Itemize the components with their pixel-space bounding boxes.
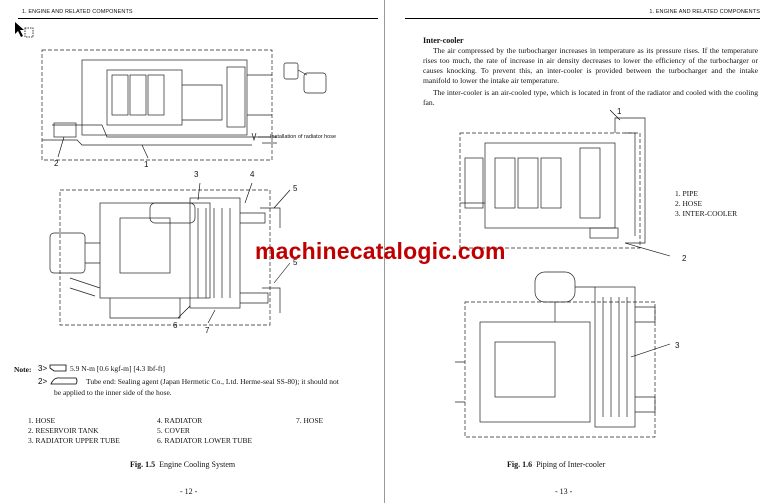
- paragraph-1: The air compressed by the turbocharger i…: [423, 46, 758, 85]
- header-rule: [18, 18, 378, 19]
- header-rule: [405, 18, 760, 19]
- figure-number: Fig. 1.5: [130, 460, 156, 469]
- page-header: 1. ENGINE AND RELATED COMPONENTS: [649, 9, 760, 15]
- svg-text:2>: 2>: [38, 377, 47, 386]
- legend-item: 1. PIPE: [675, 189, 698, 198]
- page-number: - 13 -: [555, 487, 573, 496]
- callout-3: 3: [194, 170, 199, 179]
- callout-7: 7: [205, 326, 210, 335]
- legend-item: 6. RADIATOR LOWER TUBE: [157, 436, 253, 445]
- callout-1: 1: [144, 160, 149, 169]
- page-header: 1. ENGINE AND RELATED COMPONENTS: [22, 9, 133, 15]
- tube-end-line2: be applied to the inner side of the hose…: [54, 388, 172, 397]
- watermark: machinecatalogic.com: [255, 238, 506, 264]
- figure-title: Piping of Inter-cooler: [536, 460, 606, 469]
- figure-number: Fig. 1.6: [507, 460, 533, 469]
- note-label: Note:: [14, 365, 32, 374]
- callout-5a: 5: [293, 184, 298, 193]
- figure-title: Engine Cooling System: [159, 460, 236, 469]
- callout-6: 6: [173, 321, 178, 330]
- cursor-arrow-icon: [15, 22, 34, 38]
- legend-item: 1. HOSE: [28, 416, 56, 425]
- right-page: 1. ENGINE AND RELATED COMPONENTS Inter-c…: [385, 0, 768, 503]
- legend-item: 3. RADIATOR UPPER TUBE: [28, 436, 120, 445]
- install-note: Installation of radiator hose: [270, 134, 337, 140]
- page-number: - 12 -: [180, 487, 198, 496]
- svg-text:3>: 3>: [38, 364, 47, 373]
- engine-side-diagram: [49, 182, 291, 326]
- legend-item: 3. INTER-COOLER: [675, 209, 738, 218]
- callout-2: 2: [682, 254, 687, 263]
- legend-item: 4. RADIATOR: [157, 416, 203, 425]
- torque-text: 5.9 N-m [0.6 kgf-m] [4.3 lbf-ft]: [70, 364, 165, 373]
- legend-item: 5. COVER: [157, 426, 190, 435]
- engine-plan-diagram: [41, 49, 327, 161]
- torque-wrench-icon: 3>: [38, 364, 67, 373]
- tube-end-line1: Tube end: Sealing agent (Japan Hermetic …: [86, 377, 339, 386]
- callout-3: 3: [675, 341, 680, 350]
- paragraph-2: The inter-cooler is an air-cooled type, …: [423, 88, 758, 107]
- callout-5b: 5: [293, 258, 298, 267]
- legend-item: 2. RESERVOIR TANK: [28, 426, 99, 435]
- section-title: Inter-cooler: [423, 36, 464, 45]
- callout-2: 2: [54, 159, 59, 168]
- legend-item: 2. HOSE: [675, 199, 703, 208]
- intercooler-plan-diagram: [459, 109, 671, 257]
- callout-4: 4: [250, 170, 255, 179]
- legend-item: 7. HOSE: [296, 416, 324, 425]
- callout-1: 1: [617, 107, 622, 116]
- left-page: 1. ENGINE AND RELATED COMPONENTS: [14, 0, 385, 503]
- intercooler-side-diagram: [455, 271, 671, 438]
- sealant-tube-icon: 2>: [38, 377, 78, 386]
